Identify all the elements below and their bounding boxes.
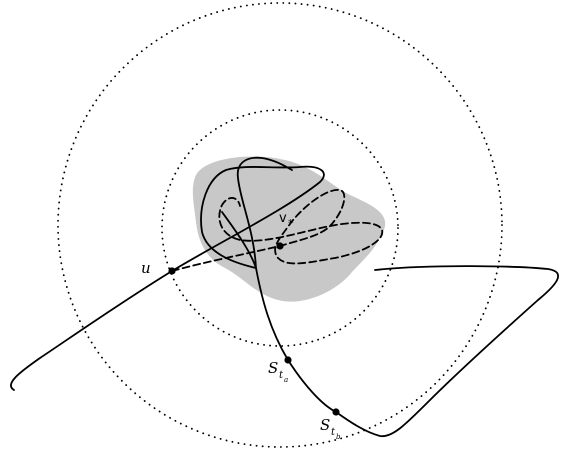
- solid-path-curve: [10, 165, 559, 437]
- label-v-star: v: [279, 211, 287, 226]
- point-s-tb: [332, 408, 340, 416]
- label-v-star-sub: *: [288, 217, 294, 230]
- label-s-ta-subsub: a: [284, 376, 288, 384]
- point-v-star: [276, 242, 284, 250]
- label-u: u: [141, 259, 151, 277]
- label-s-tb: S: [320, 416, 330, 434]
- inner-dotted-circle: [161, 109, 399, 347]
- label-s-ta: S: [268, 359, 278, 377]
- label-s-ta-sub: t: [279, 370, 284, 381]
- label-s-tb-subsub: b: [336, 433, 341, 441]
- dashed-path-curve: [171, 189, 384, 272]
- label-s-tb-sub: t: [331, 427, 336, 438]
- outer-dotted-circle: [57, 2, 503, 448]
- point-s-ta: [284, 356, 292, 364]
- point-u: [168, 267, 176, 275]
- solid-path-loop: [221, 156, 293, 269]
